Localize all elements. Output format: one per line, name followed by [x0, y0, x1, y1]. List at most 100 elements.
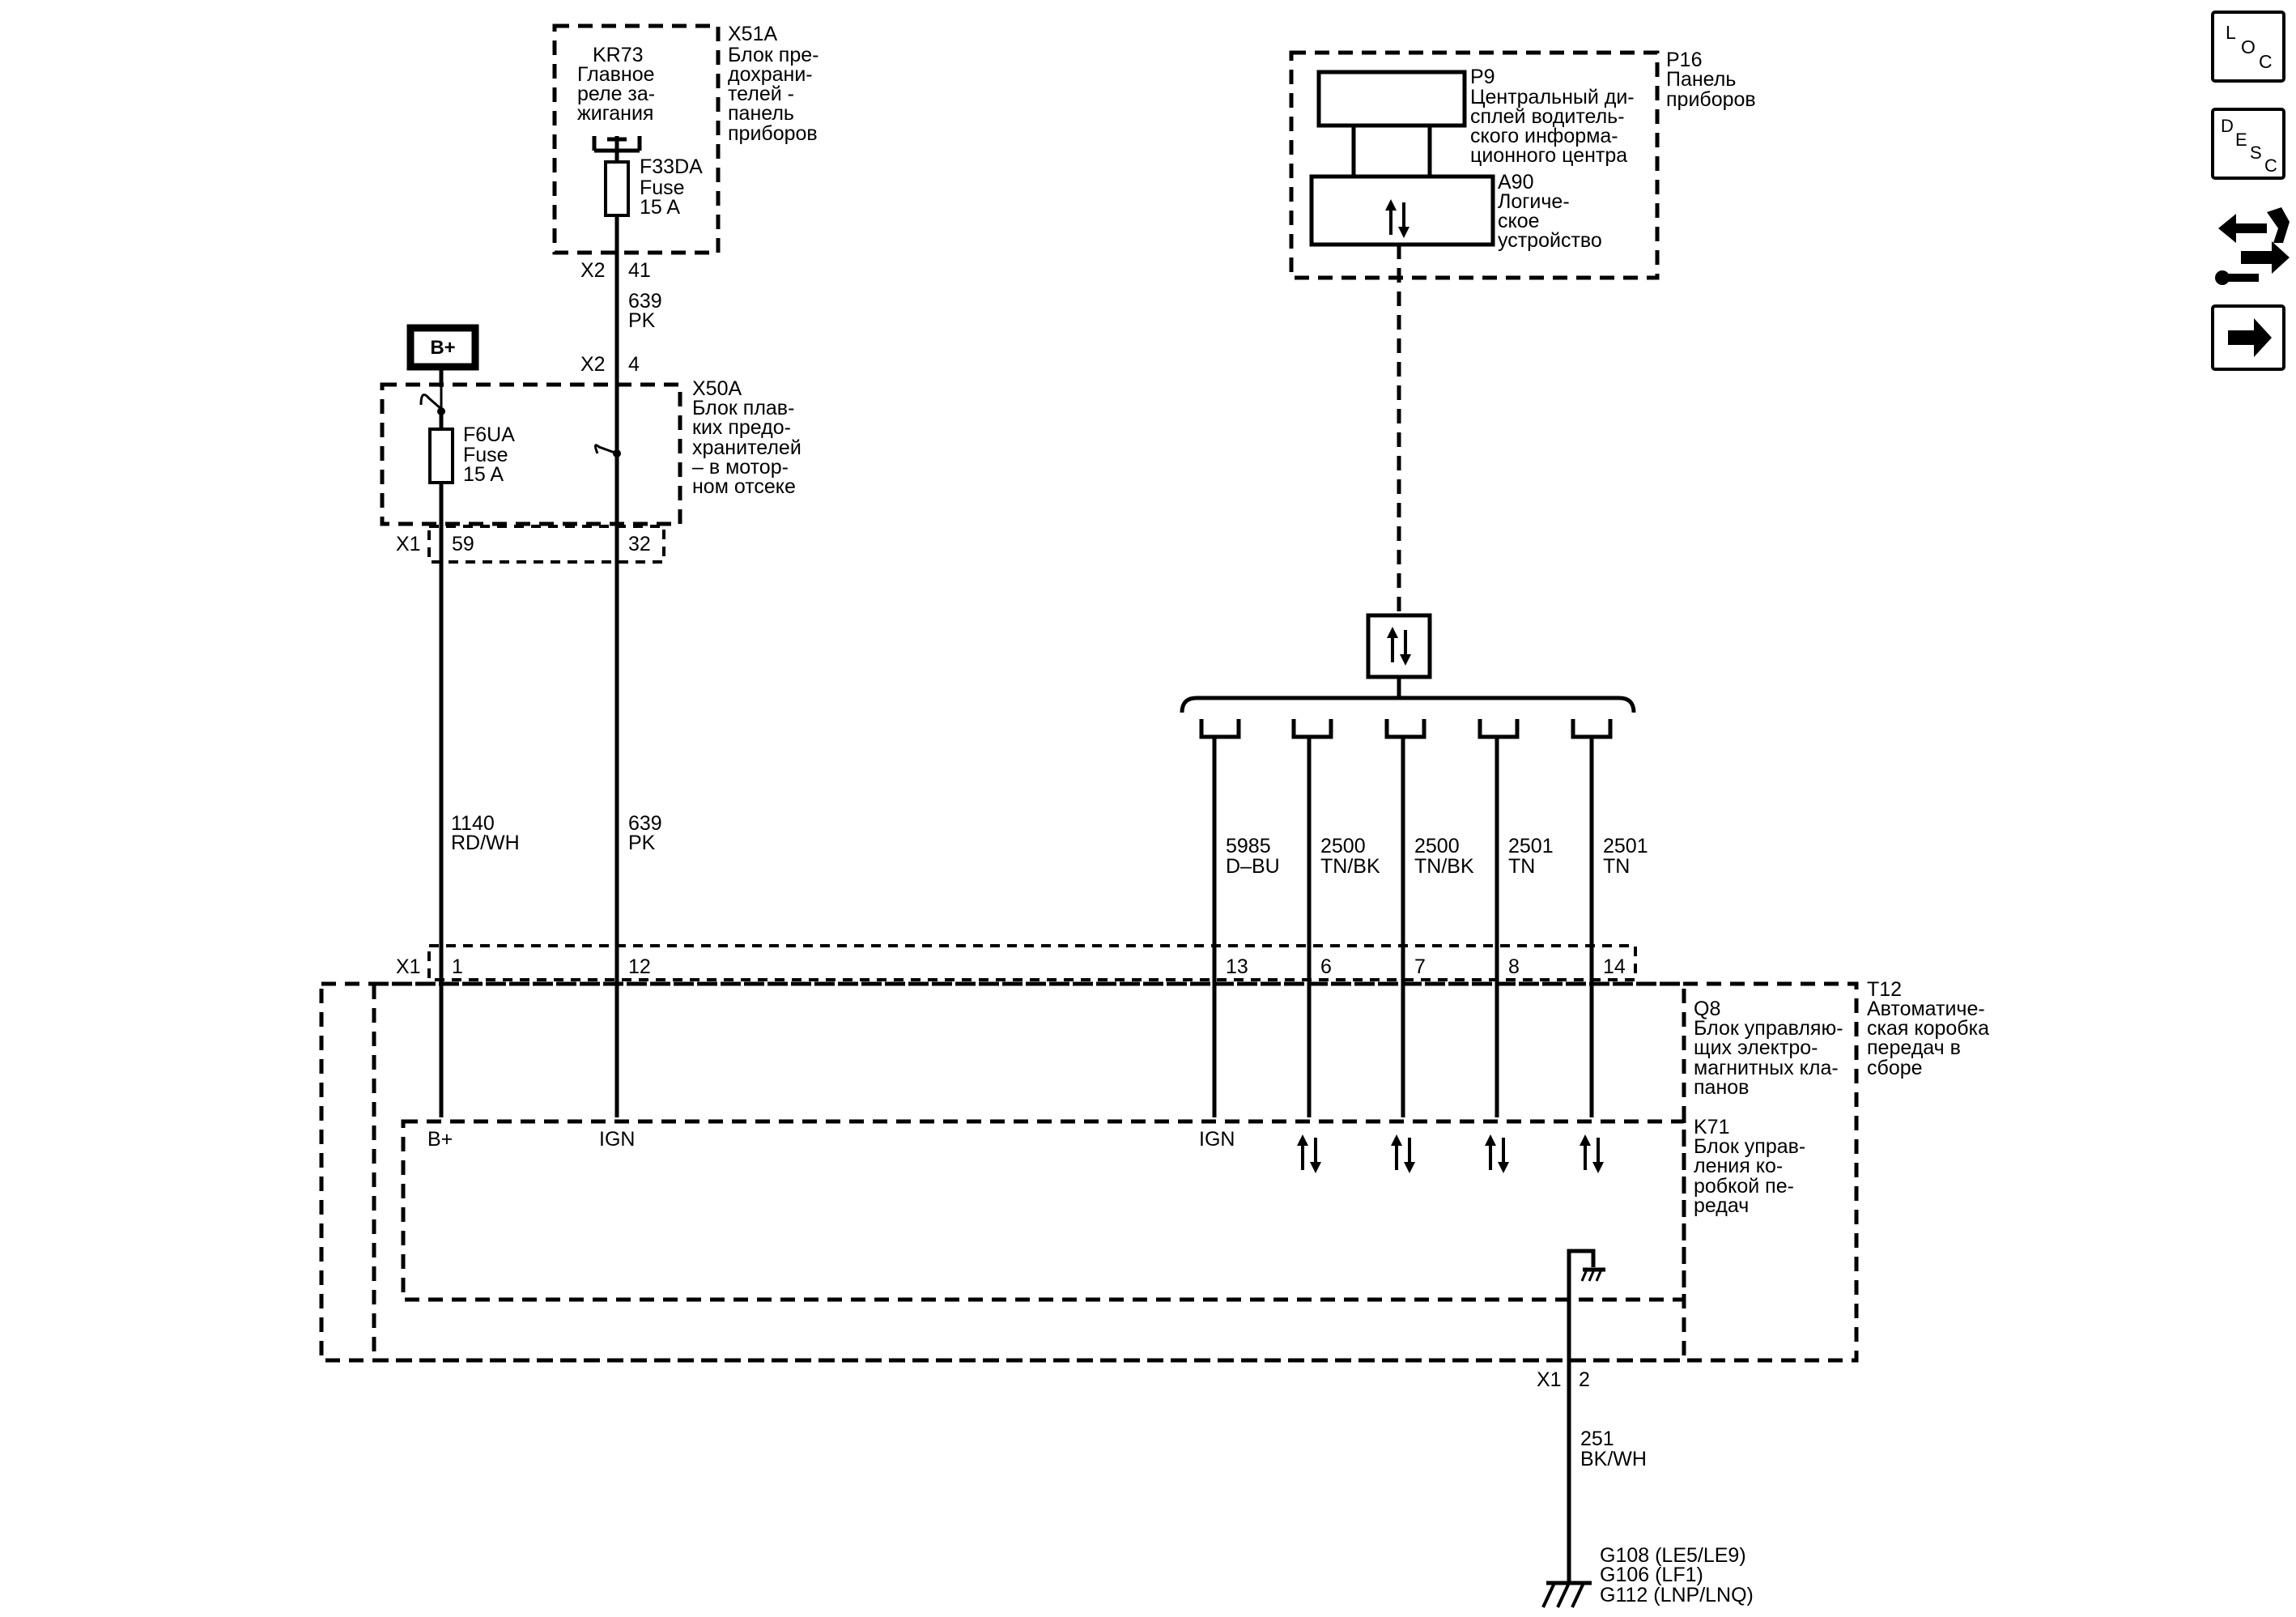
t12-ground-connector: X1 [1537, 1368, 1562, 1391]
wire-1140-color: RD/WH [451, 832, 520, 854]
p16-desc-1: Панель [1666, 68, 1736, 91]
x51a-desc-5: приборов [728, 122, 818, 145]
relay-kr73-name: KR73 [593, 44, 644, 66]
t12-desc-3: передач в [1867, 1036, 1961, 1059]
k71-bplus-terminal: B+ [427, 1128, 453, 1151]
x51a-boundary [552, 23, 721, 255]
ground-point-icon [1541, 1581, 1592, 1608]
ign-splice-icon [593, 444, 618, 455]
q8-name: Q8 [1694, 998, 1720, 1020]
wire-639-lower-color: PK [628, 832, 656, 854]
t12-pin-14: 14 [1603, 955, 1626, 978]
k71-desc-3: робкой пе- [1694, 1175, 1794, 1198]
x50a-bottom-connector: X1 [396, 533, 421, 555]
a90-desc-2: ское [1498, 210, 1540, 232]
repair-procedures-icon[interactable] [2215, 207, 2290, 285]
bus-brace [1180, 696, 1636, 713]
p16-name: P16 [1666, 49, 1702, 71]
next-page-arrow-icon[interactable] [2211, 304, 2285, 371]
fuse-f6ua-name: F6UA [463, 423, 515, 446]
x50a-fuse-block: X2 4 X50A Блок плав- ких предо- хранител… [380, 353, 801, 564]
description-button[interactable]: D E S C [2211, 108, 2285, 180]
wire-2500a-color: TN/BK [1320, 855, 1380, 878]
wire-2501a-circuit: 2501 [1508, 835, 1554, 857]
desc-letter-e: E [2235, 130, 2247, 150]
relay-kr73-desc-2: реле за- [577, 83, 655, 105]
t12-ground-pin: 2 [1579, 1368, 1590, 1391]
t12-desc-4: сборе [1867, 1057, 1923, 1079]
relay-contact-icon [592, 136, 642, 153]
x50a-desc-1: Блок плав- [692, 397, 794, 419]
p16-boundary [1289, 50, 1660, 280]
x51a-desc-2: дохрани- [728, 63, 813, 86]
wire-2501b-circuit: 2501 [1603, 835, 1648, 857]
q8-boundary [372, 981, 1686, 1363]
k71-desc-1: Блок управ- [1694, 1135, 1805, 1158]
k71-ign-terminal-1: IGN [599, 1128, 635, 1151]
p16-instrument-cluster: P16 Панель приборов P9 Центральный ди- с… [1289, 49, 1756, 280]
wire-2500a-circuit: 2500 [1320, 835, 1366, 857]
fuse-f6ua-rating: 15 A [463, 463, 504, 486]
battery-label: B+ [430, 337, 455, 359]
x50a-top-connector: X2 [580, 353, 606, 376]
wire-2500b-circuit: 2500 [1414, 835, 1460, 857]
location-button[interactable]: L O C [2211, 11, 2285, 83]
wire-2501b-color: TN [1603, 855, 1630, 878]
k71-ground-lead [1567, 1249, 1596, 1360]
q8-desc-3: магнитных кла- [1694, 1057, 1839, 1079]
a90-name: A90 [1498, 171, 1533, 194]
t12-desc-1: Автоматиче- [1867, 998, 1985, 1020]
t12-pin-8: 8 [1508, 955, 1520, 978]
wire-639-upper-circuit: 639 [628, 290, 662, 313]
desc-letter-s: S [2250, 143, 2262, 163]
fuse-f6ua-type: Fuse [463, 444, 508, 466]
k71-name: K71 [1694, 1116, 1729, 1138]
x51a-fuse-block: X51A Блок пре- дохрани- телей - панель п… [552, 23, 818, 282]
x50a-pin-32: 32 [628, 533, 651, 555]
fuse-f33da-type: Fuse [640, 177, 685, 199]
x50a-desc-2: ких предо- [692, 416, 791, 439]
t12-pin-6: 6 [1320, 955, 1332, 978]
battery-bplus-symbol: B+ [406, 324, 479, 371]
fuse-f33da-rating: 15 A [640, 196, 680, 219]
k71-ign-terminal-2: IGN [1199, 1128, 1235, 1151]
k71-boundary [401, 1119, 1686, 1302]
wire-251-color: BK/WH [1580, 1448, 1647, 1470]
desc-letter-d: D [2221, 116, 2234, 136]
loc-letter-c: C [2259, 51, 2273, 72]
relay-kr73-desc-3: жигания [577, 102, 653, 125]
chassis-ground-icon [1580, 1267, 1605, 1282]
x51a-pin: 41 [628, 259, 651, 282]
t12-transmission-assembly: X1 1 12 13 6 7 8 14 T12 Автоматиче- ская… [319, 944, 1989, 1391]
wire-5985-circuit: 5985 [1226, 835, 1271, 857]
q8-desc-2: щих электро- [1694, 1036, 1818, 1059]
loc-letter-o: O [2241, 36, 2256, 57]
x51a-desc-3: телей - [728, 83, 794, 105]
p9-desc-1: Центральный ди- [1470, 86, 1635, 109]
k71-data-arrow-3-icon [1483, 1133, 1511, 1175]
a90-desc-1: Логиче- [1498, 190, 1570, 213]
wire-5985-color: D–BU [1226, 855, 1280, 878]
fuse-f33da-icon [604, 160, 630, 217]
serial-data-bus-icon [1366, 613, 1432, 679]
x50a-boundary [380, 382, 682, 526]
fuse-f33da-name: F33DA [640, 155, 703, 178]
x50a-desc-3: хранителей [692, 436, 801, 459]
k71-data-arrow-2-icon [1389, 1133, 1417, 1175]
t12-pin-1: 1 [452, 955, 463, 978]
p9-desc-4: ционного центра [1470, 144, 1627, 167]
x50a-pin-59: 59 [452, 533, 474, 555]
q8-desc-1: Блок управляю- [1694, 1017, 1843, 1040]
p9-display-icon [1316, 70, 1467, 128]
p9-desc-2: сплей водитель- [1470, 105, 1625, 128]
k71-data-arrow-1-icon [1295, 1133, 1323, 1175]
x51a-desc-1: Блок пре- [728, 44, 818, 66]
k71-desc-2: ления ко- [1694, 1155, 1783, 1177]
x51a-connector: X2 [580, 259, 606, 282]
k71-desc-4: редач [1694, 1194, 1749, 1217]
p16-desc-2: приборов [1666, 88, 1756, 111]
t12-name: T12 [1867, 978, 1902, 1001]
t12-pin-12: 12 [628, 955, 651, 978]
a90-desc-3: устройство [1498, 229, 1602, 252]
